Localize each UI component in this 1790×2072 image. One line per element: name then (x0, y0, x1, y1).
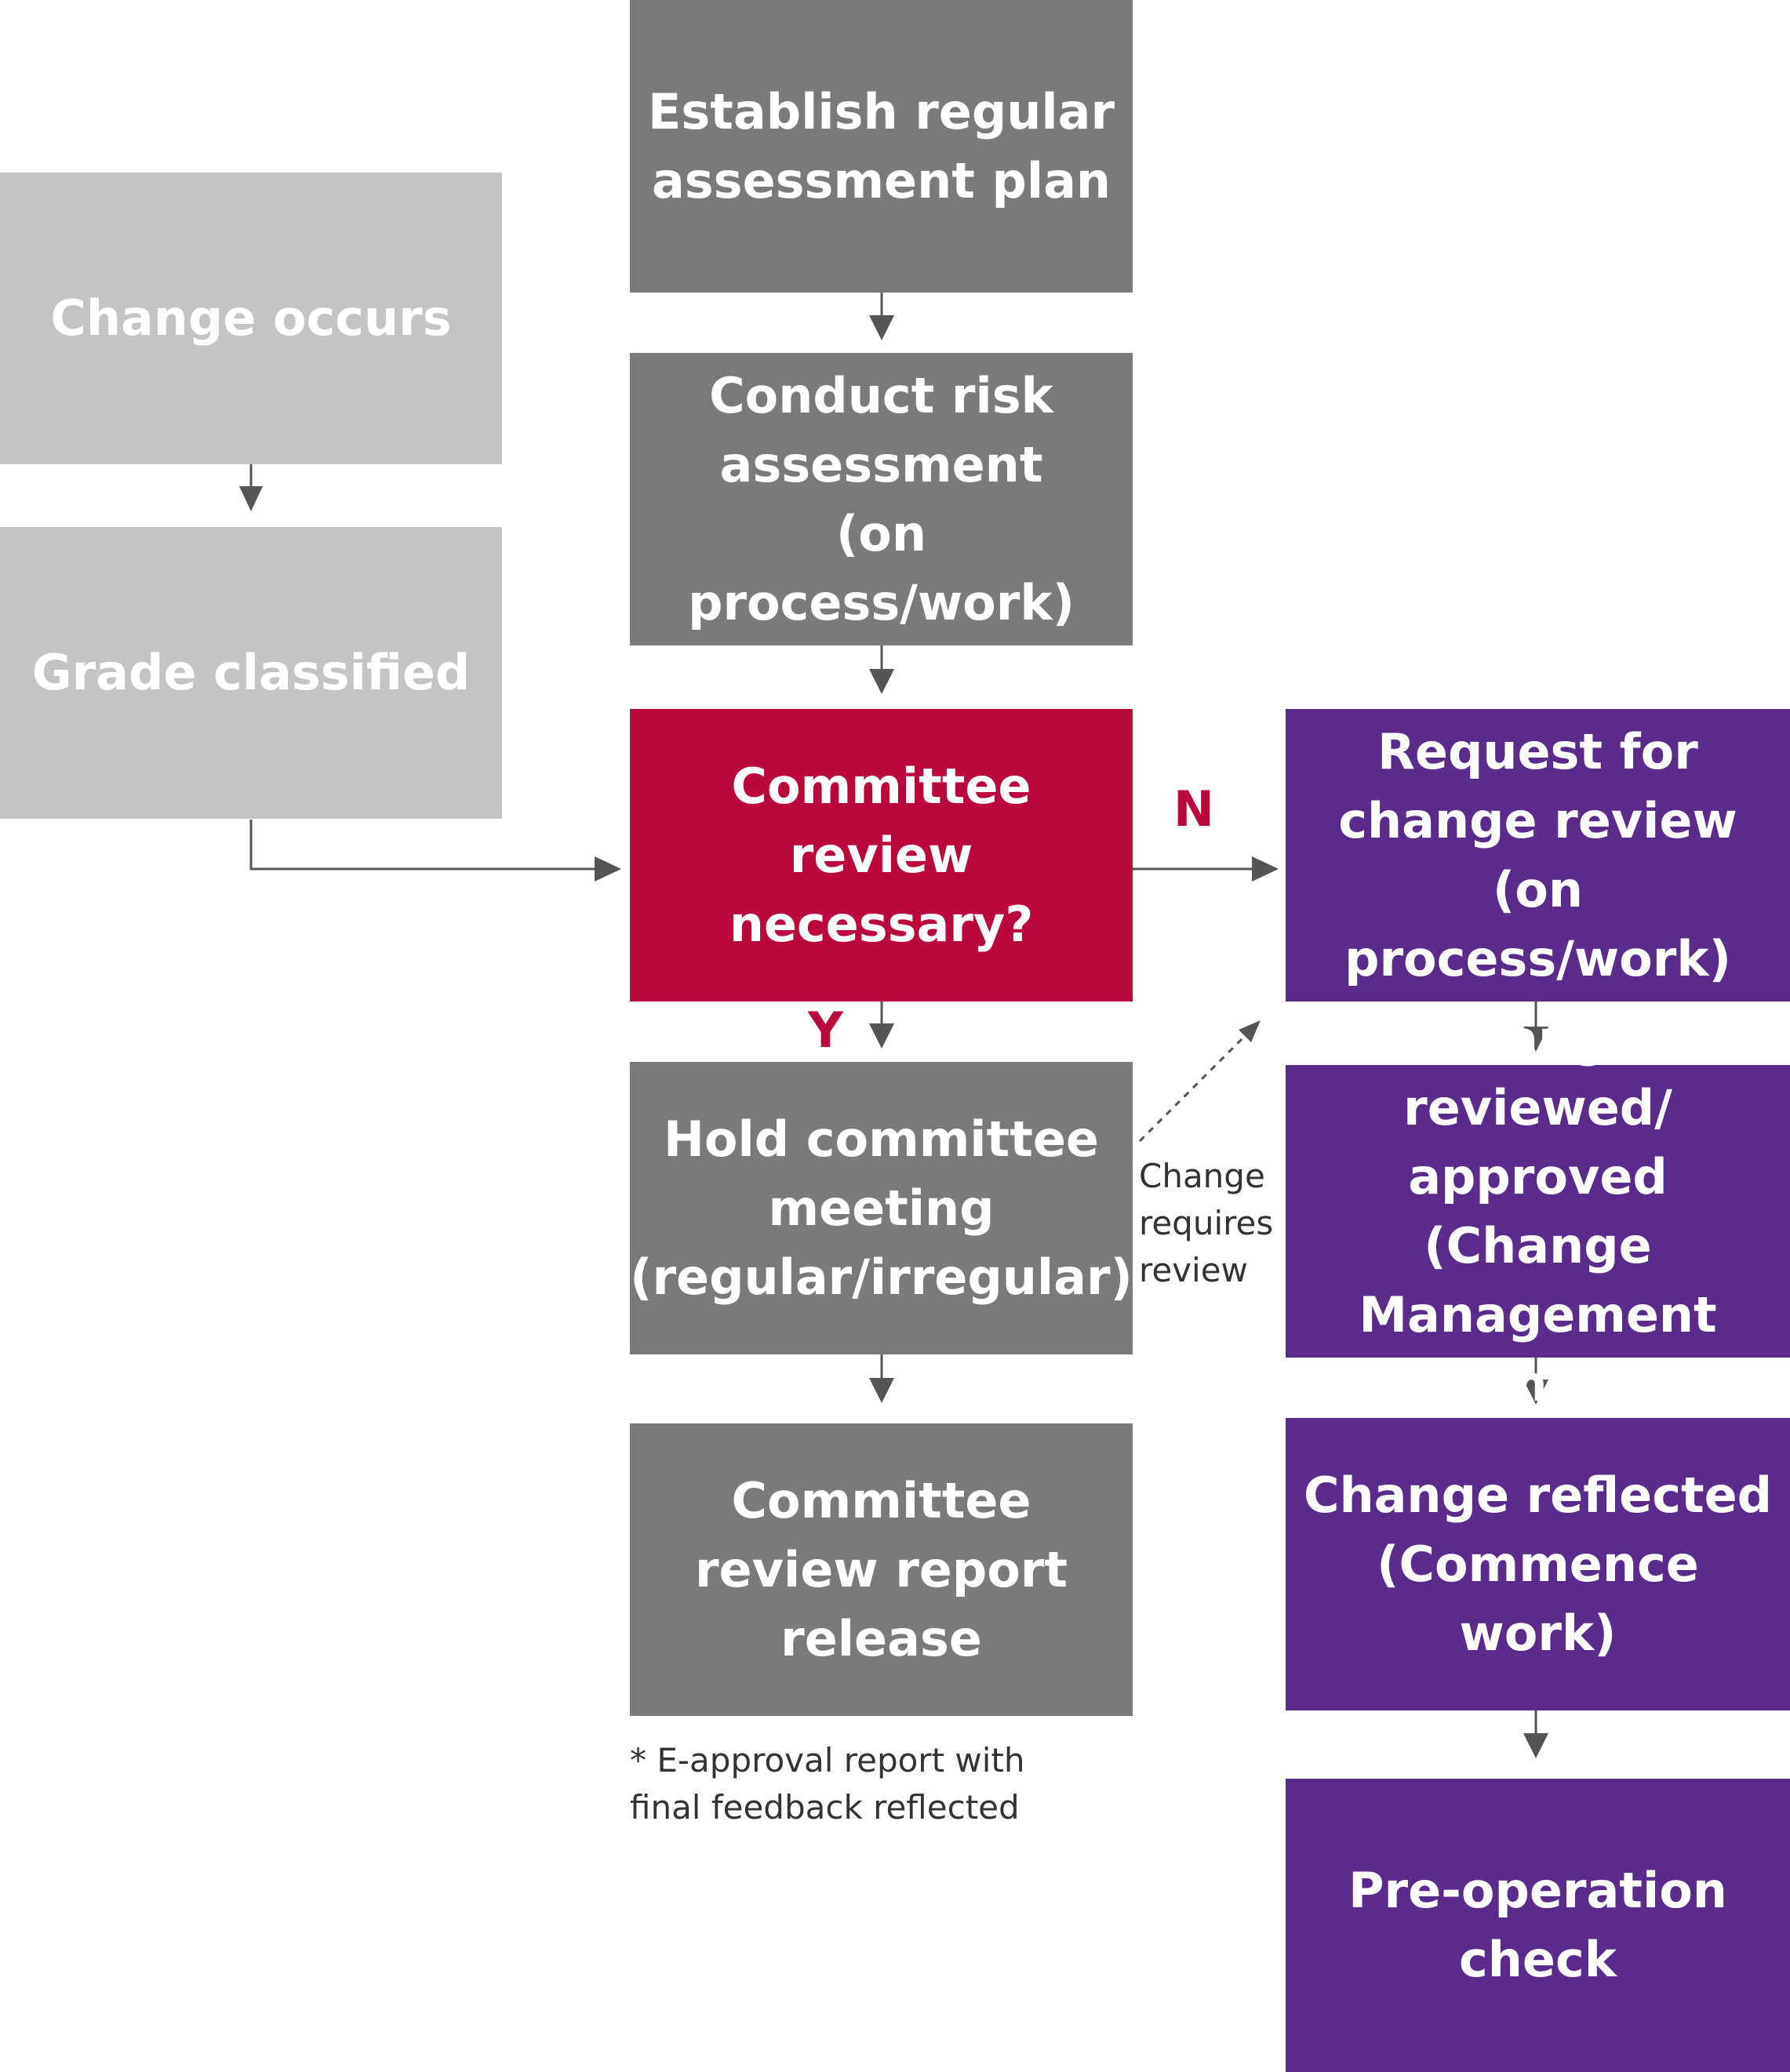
arrowhead-decision-to-meeting (869, 1023, 894, 1049)
change-requires-review-note: Change requires review (1139, 1157, 1274, 1289)
arrow-grade-to-decision (249, 820, 604, 871)
node-grade-classified: Grade classified (0, 527, 502, 819)
arrowhead-change-to-grade (239, 486, 263, 511)
arrowhead-dotted-meeting-to-request (1239, 1020, 1261, 1042)
node-committee-necessary: Committee review necessary? (630, 709, 1133, 1001)
arrowhead-decision-to-request (1252, 856, 1279, 882)
node-conduct-risk: Conduct risk assessment (on process/work… (630, 353, 1133, 645)
node-report-release: Committee review report release (630, 1423, 1133, 1716)
node-hold-meeting: Hold committee meeting (regular/irregula… (630, 1062, 1133, 1354)
decision-no-label: N (1173, 780, 1214, 838)
node-change-reflected: Change reflected (Commence work) (1286, 1418, 1790, 1710)
node-change-reviewed-label: Change reviewed/ approved (Change Manage… (1359, 1009, 1717, 1412)
node-report-release-label: Committee review report release (694, 1471, 1068, 1667)
arrowhead-reviewed-to-reflected (1523, 1380, 1548, 1405)
node-pre-operation: Pre-operation check (1286, 1779, 1790, 2072)
node-change-reflected-label: Change reflected (Commence work) (1303, 1466, 1773, 1662)
arrowhead-grade-to-decision (595, 856, 621, 882)
arrowhead-meeting-to-report (869, 1378, 894, 1403)
node-request-review-label: Request for change review (on process/wo… (1338, 722, 1737, 987)
node-request-review: Request for change review (on process/wo… (1286, 709, 1790, 1001)
arrowhead-reflected-to-preop (1523, 1733, 1548, 1758)
node-change-occurs-label: Change occurs (50, 289, 452, 347)
arrowhead-request-to-reviewed (1523, 1027, 1548, 1052)
node-establish-plan-label: Establish regular assessment plan (647, 82, 1115, 209)
node-hold-meeting-label: Hold committee meeting (regular/irregula… (630, 1110, 1133, 1306)
node-committee-necessary-label: Committee review necessary? (729, 757, 1034, 953)
arrow-dotted-meeting-to-request (1138, 1032, 1249, 1143)
node-conduct-risk-label: Conduct risk assessment (on process/work… (688, 366, 1075, 631)
node-change-reviewed: Change reviewed/ approved (Change Manage… (1286, 1010, 1790, 1412)
decision-yes-label: Y (808, 1001, 843, 1059)
node-pre-operation-label: Pre-operation check (1348, 1862, 1727, 1988)
node-change-occurs: Change occurs (0, 173, 502, 464)
arrowhead-establish-to-conduct (869, 315, 894, 340)
node-grade-classified-label: Grade classified (31, 644, 471, 701)
arrowhead-conduct-to-decision (869, 669, 894, 694)
footnote: * E-approval report with final feedback … (630, 1741, 1025, 1827)
node-establish-plan: Establish regular assessment plan (630, 0, 1133, 293)
